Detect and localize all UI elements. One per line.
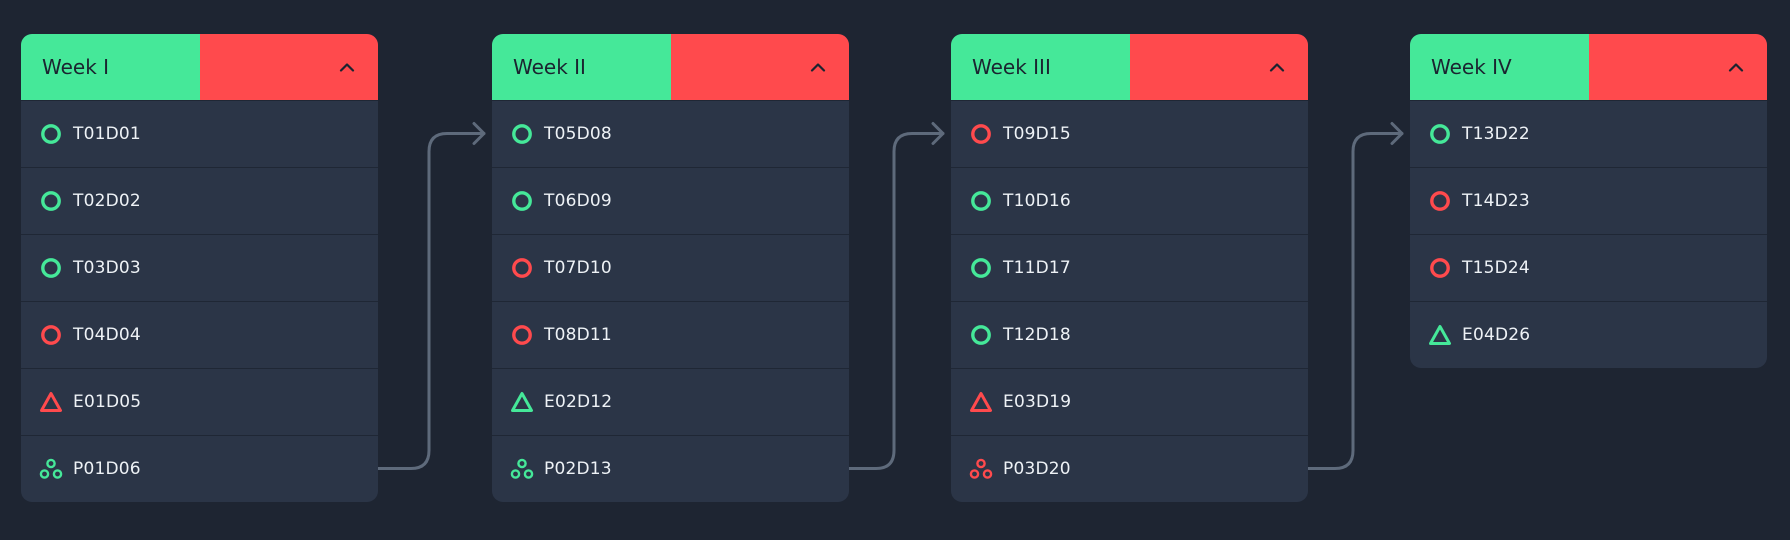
item-label: T08D11 xyxy=(544,325,612,345)
circle-icon xyxy=(39,323,63,347)
arrow-head-icon xyxy=(1390,122,1404,145)
connector-line xyxy=(847,132,945,470)
list-item[interactable]: P01D06 xyxy=(21,435,378,502)
circle-icon xyxy=(969,189,993,213)
week-header-status-red xyxy=(1589,34,1767,100)
list-item[interactable]: T01D01 xyxy=(21,100,378,167)
triangle-icon xyxy=(969,390,993,414)
item-label: E02D12 xyxy=(544,392,613,412)
chevron-up-icon[interactable] xyxy=(1264,54,1290,80)
item-label: T03D03 xyxy=(73,258,141,278)
item-label: T14D23 xyxy=(1462,191,1530,211)
item-label: T13D22 xyxy=(1462,124,1530,144)
circle-icon xyxy=(969,256,993,280)
circle-icon xyxy=(510,122,534,146)
item-label: E03D19 xyxy=(1003,392,1072,412)
item-label: T15D24 xyxy=(1462,258,1530,278)
circle-icon xyxy=(1428,256,1452,280)
three-circles-icon xyxy=(39,457,63,481)
item-label: T01D01 xyxy=(73,124,141,144)
item-label: T06D09 xyxy=(544,191,612,211)
list-item[interactable]: T10D16 xyxy=(951,167,1308,234)
item-label: T12D18 xyxy=(1003,325,1071,345)
list-item[interactable]: P02D13 xyxy=(492,435,849,502)
arrow-head-icon xyxy=(472,122,486,145)
chevron-up-icon[interactable] xyxy=(334,54,360,80)
list-item[interactable]: T12D18 xyxy=(951,301,1308,368)
list-item[interactable]: T04D04 xyxy=(21,301,378,368)
arrow-head-icon xyxy=(931,122,945,145)
week-title: Week II xyxy=(513,55,586,79)
list-item[interactable]: E02D12 xyxy=(492,368,849,435)
triangle-icon xyxy=(510,390,534,414)
item-label: T10D16 xyxy=(1003,191,1071,211)
circle-icon xyxy=(1428,122,1452,146)
circle-icon xyxy=(510,323,534,347)
item-label: T04D04 xyxy=(73,325,141,345)
item-label: T07D10 xyxy=(544,258,612,278)
connector-line xyxy=(1306,132,1404,470)
week-header-status-red xyxy=(200,34,378,100)
item-label: T11D17 xyxy=(1003,258,1071,278)
list-item[interactable]: T02D02 xyxy=(21,167,378,234)
list-item[interactable]: T07D10 xyxy=(492,234,849,301)
item-label: T09D15 xyxy=(1003,124,1071,144)
circle-icon xyxy=(969,323,993,347)
week-header[interactable]: Week IV xyxy=(1410,34,1767,100)
list-item[interactable]: E04D26 xyxy=(1410,301,1767,368)
item-label: P01D06 xyxy=(73,459,141,479)
list-item[interactable]: T15D24 xyxy=(1410,234,1767,301)
list-item[interactable]: E01D05 xyxy=(21,368,378,435)
list-item[interactable]: T08D11 xyxy=(492,301,849,368)
circle-icon xyxy=(39,189,63,213)
week-header-status-red xyxy=(671,34,849,100)
item-label: P02D13 xyxy=(544,459,612,479)
week-title: Week III xyxy=(972,55,1051,79)
list-item[interactable]: T05D08 xyxy=(492,100,849,167)
week-header-status-green: Week I xyxy=(21,34,200,100)
circle-icon xyxy=(969,122,993,146)
list-item[interactable]: P03D20 xyxy=(951,435,1308,502)
circle-icon xyxy=(510,256,534,280)
list-item[interactable]: T11D17 xyxy=(951,234,1308,301)
circle-icon xyxy=(1428,189,1452,213)
item-label: E01D05 xyxy=(73,392,142,412)
connector-line xyxy=(376,132,486,470)
circle-icon xyxy=(510,189,534,213)
triangle-icon xyxy=(39,390,63,414)
week-header-status-green: Week II xyxy=(492,34,671,100)
chevron-up-icon[interactable] xyxy=(1723,54,1749,80)
week-title: Week I xyxy=(42,55,110,79)
week-header[interactable]: Week III xyxy=(951,34,1308,100)
circle-icon xyxy=(39,122,63,146)
week-header-status-green: Week III xyxy=(951,34,1130,100)
item-label: P03D20 xyxy=(1003,459,1071,479)
week-header-status-green: Week IV xyxy=(1410,34,1589,100)
circle-icon xyxy=(39,256,63,280)
week-header-status-red xyxy=(1130,34,1308,100)
week-header[interactable]: Week I xyxy=(21,34,378,100)
three-circles-icon xyxy=(510,457,534,481)
list-item[interactable]: T03D03 xyxy=(21,234,378,301)
chevron-up-icon[interactable] xyxy=(805,54,831,80)
three-circles-icon xyxy=(969,457,993,481)
triangle-icon xyxy=(1428,323,1452,347)
list-item[interactable]: T13D22 xyxy=(1410,100,1767,167)
item-label: T02D02 xyxy=(73,191,141,211)
list-item[interactable]: T09D15 xyxy=(951,100,1308,167)
item-label: E04D26 xyxy=(1462,325,1531,345)
week-header[interactable]: Week II xyxy=(492,34,849,100)
list-item[interactable]: T06D09 xyxy=(492,167,849,234)
item-label: T05D08 xyxy=(544,124,612,144)
list-item[interactable]: T14D23 xyxy=(1410,167,1767,234)
week-title: Week IV xyxy=(1431,55,1512,79)
list-item[interactable]: E03D19 xyxy=(951,368,1308,435)
